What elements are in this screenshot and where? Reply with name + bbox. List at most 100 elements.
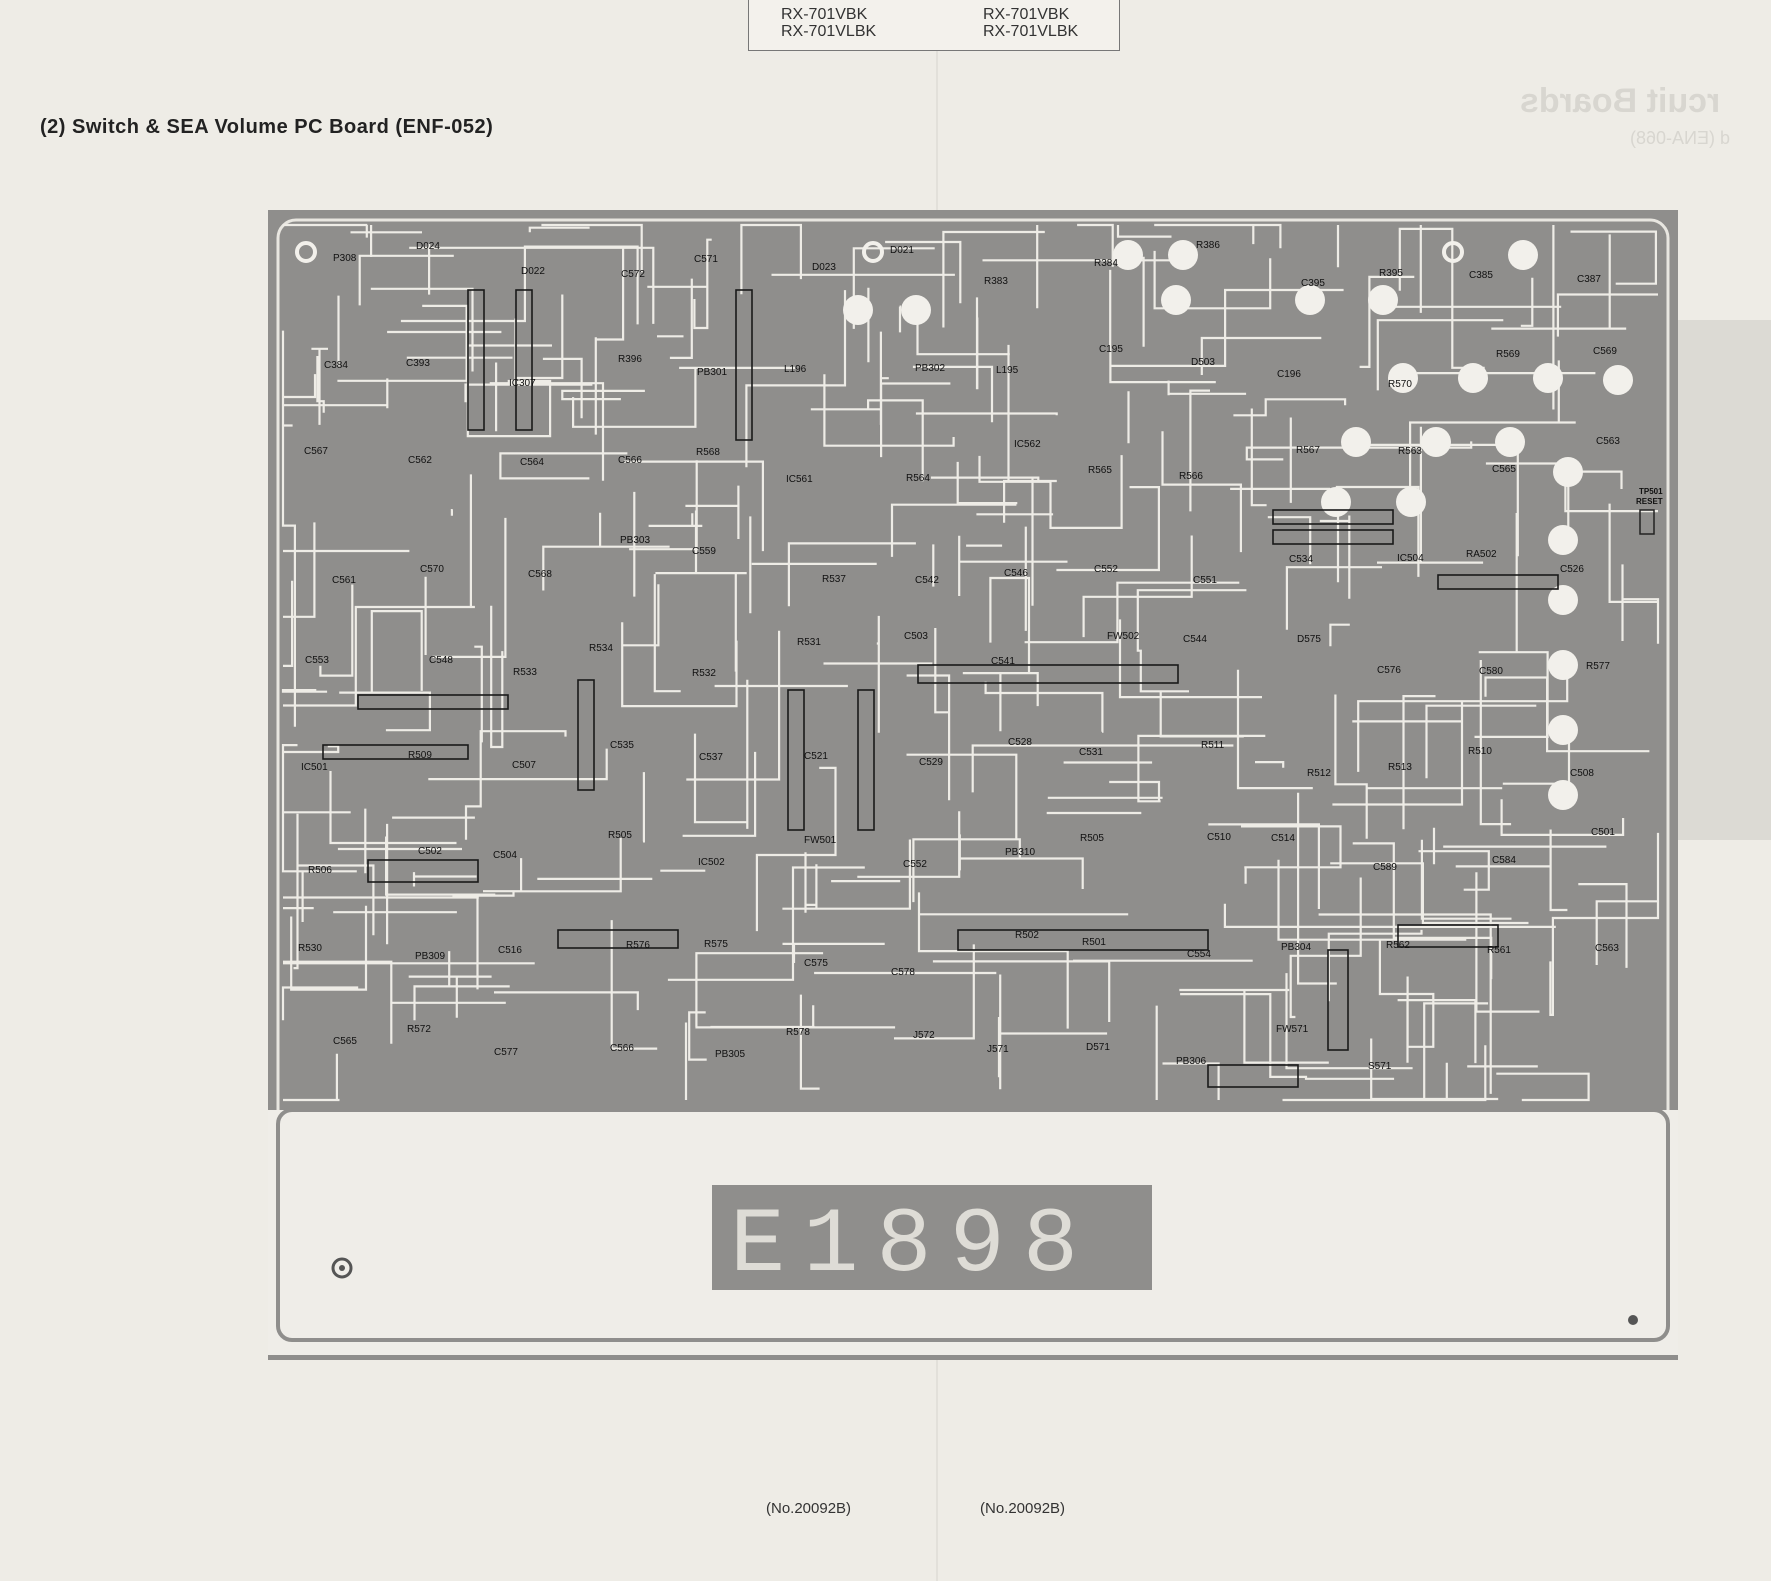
component-label: R568 — [696, 447, 720, 458]
component-label: C502 — [418, 846, 442, 857]
component-label: R501 — [1082, 937, 1106, 948]
component-label: C553 — [305, 655, 329, 666]
component-label: D571 — [1086, 1042, 1110, 1053]
component-label: C576 — [1377, 665, 1401, 676]
component-label: C387 — [1577, 274, 1601, 285]
component-label: D024 — [416, 241, 440, 252]
component-label: R572 — [407, 1024, 431, 1035]
component-label: R513 — [1388, 762, 1412, 773]
model-name: RX-701VBK — [781, 6, 868, 23]
component-label: C565 — [1492, 464, 1516, 475]
component-label: C572 — [621, 269, 645, 280]
component-label: R569 — [1496, 349, 1520, 360]
component-label: R577 — [1586, 661, 1610, 672]
component-label: C568 — [528, 569, 552, 580]
component-label: FW571 — [1276, 1024, 1309, 1035]
component-label: R396 — [618, 354, 642, 365]
component-label: J572 — [913, 1030, 935, 1041]
component-label: IC307 — [509, 378, 536, 389]
component-label: C529 — [919, 757, 943, 768]
component-label: C504 — [493, 850, 517, 861]
component-label: C544 — [1183, 634, 1207, 645]
component-label: C508 — [1570, 768, 1594, 779]
tp501-test-point: TP501 RESET — [1636, 487, 1663, 535]
component-label: C569 — [1593, 346, 1617, 357]
component-label: C503 — [904, 631, 928, 642]
component-label: C537 — [699, 752, 723, 763]
component-label: IC504 — [1397, 553, 1424, 564]
component-label: D022 — [521, 266, 545, 277]
component-label: C551 — [1193, 575, 1217, 586]
component-label: C570 — [420, 564, 444, 575]
model-table: RX-701VBK RX-701VLBK RX-701VBK RX-701VLB… — [748, 0, 1120, 51]
component-label: C571 — [694, 254, 718, 265]
component-label: C384 — [324, 360, 348, 371]
display-digits: E1898 — [730, 1193, 1096, 1298]
component-label: C566 — [610, 1043, 634, 1054]
component-label: P308 — [333, 253, 357, 264]
component-label: C521 — [804, 751, 828, 762]
pcb-mounting-holes — [295, 240, 1633, 810]
pcb-base — [268, 210, 1678, 1360]
component-label: R509 — [408, 750, 432, 761]
component-label: PB310 — [1005, 847, 1035, 858]
component-label: C584 — [1492, 855, 1516, 866]
model-name: RX-701VBK — [983, 6, 1070, 23]
component-label: S571 — [1368, 1061, 1392, 1072]
component-label: C534 — [1289, 554, 1313, 565]
component-label: C526 — [1560, 564, 1584, 575]
component-label: R532 — [692, 668, 716, 679]
component-label: R386 — [1196, 240, 1220, 251]
section-title: (2) Switch & SEA Volume PC Board (ENF-05… — [40, 116, 494, 138]
component-label: J571 — [987, 1044, 1009, 1055]
component-label: C575 — [804, 958, 828, 969]
component-label: L196 — [784, 364, 807, 375]
seven-segment-display: E1898 — [712, 1185, 1152, 1298]
component-label: IC502 — [698, 857, 725, 868]
component-label: PB302 — [915, 363, 945, 374]
document-reference-right: (No.20092B) — [980, 1500, 1066, 1517]
component-label: R576 — [626, 940, 650, 951]
component-label: R537 — [822, 574, 846, 585]
component-label: PB304 — [1281, 942, 1311, 953]
component-label: R510 — [1468, 746, 1492, 757]
component-label: C385 — [1469, 270, 1493, 281]
bleed-through-title: rcuit Boards — [1520, 82, 1721, 120]
component-label: C567 — [304, 446, 328, 457]
component-label: R511 — [1201, 740, 1225, 751]
component-label: RA502 — [1466, 549, 1497, 560]
component-label: C528 — [1008, 737, 1032, 748]
component-label: C552 — [1094, 564, 1118, 575]
component-label: C501 — [1591, 827, 1615, 838]
tp501-name: TP501 — [1639, 487, 1663, 496]
tp501-label: RESET — [1636, 497, 1663, 506]
component-label: R502 — [1015, 930, 1039, 941]
component-label: R534 — [589, 643, 613, 654]
model-column-left: RX-701VBK RX-701VLBK — [781, 6, 876, 40]
component-label: R505 — [1080, 833, 1104, 844]
component-label: C514 — [1271, 833, 1295, 844]
component-label: C516 — [498, 945, 522, 956]
component-label: IC561 — [786, 474, 813, 485]
component-label: R383 — [984, 276, 1008, 287]
component-label: C577 — [494, 1047, 518, 1058]
component-label: PB303 — [620, 535, 650, 546]
component-label: C562 — [408, 455, 432, 466]
component-label: C563 — [1595, 943, 1619, 954]
component-label: L195 — [996, 365, 1019, 376]
component-label: C589 — [1373, 862, 1397, 873]
model-name: RX-701VLBK — [781, 23, 877, 40]
component-label: C564 — [520, 457, 544, 468]
component-label: IC562 — [1014, 439, 1041, 450]
component-label: C548 — [429, 655, 453, 666]
component-label: C552 — [903, 859, 927, 870]
component-label: C510 — [1207, 832, 1231, 843]
component-label: R506 — [308, 865, 332, 876]
component-label: C578 — [891, 967, 915, 978]
component-label: R565 — [1088, 465, 1112, 476]
model-column-right: RX-701VBK RX-701VLBK — [983, 6, 1078, 40]
component-label: R561 — [1487, 945, 1511, 956]
component-label: PB309 — [415, 951, 445, 962]
